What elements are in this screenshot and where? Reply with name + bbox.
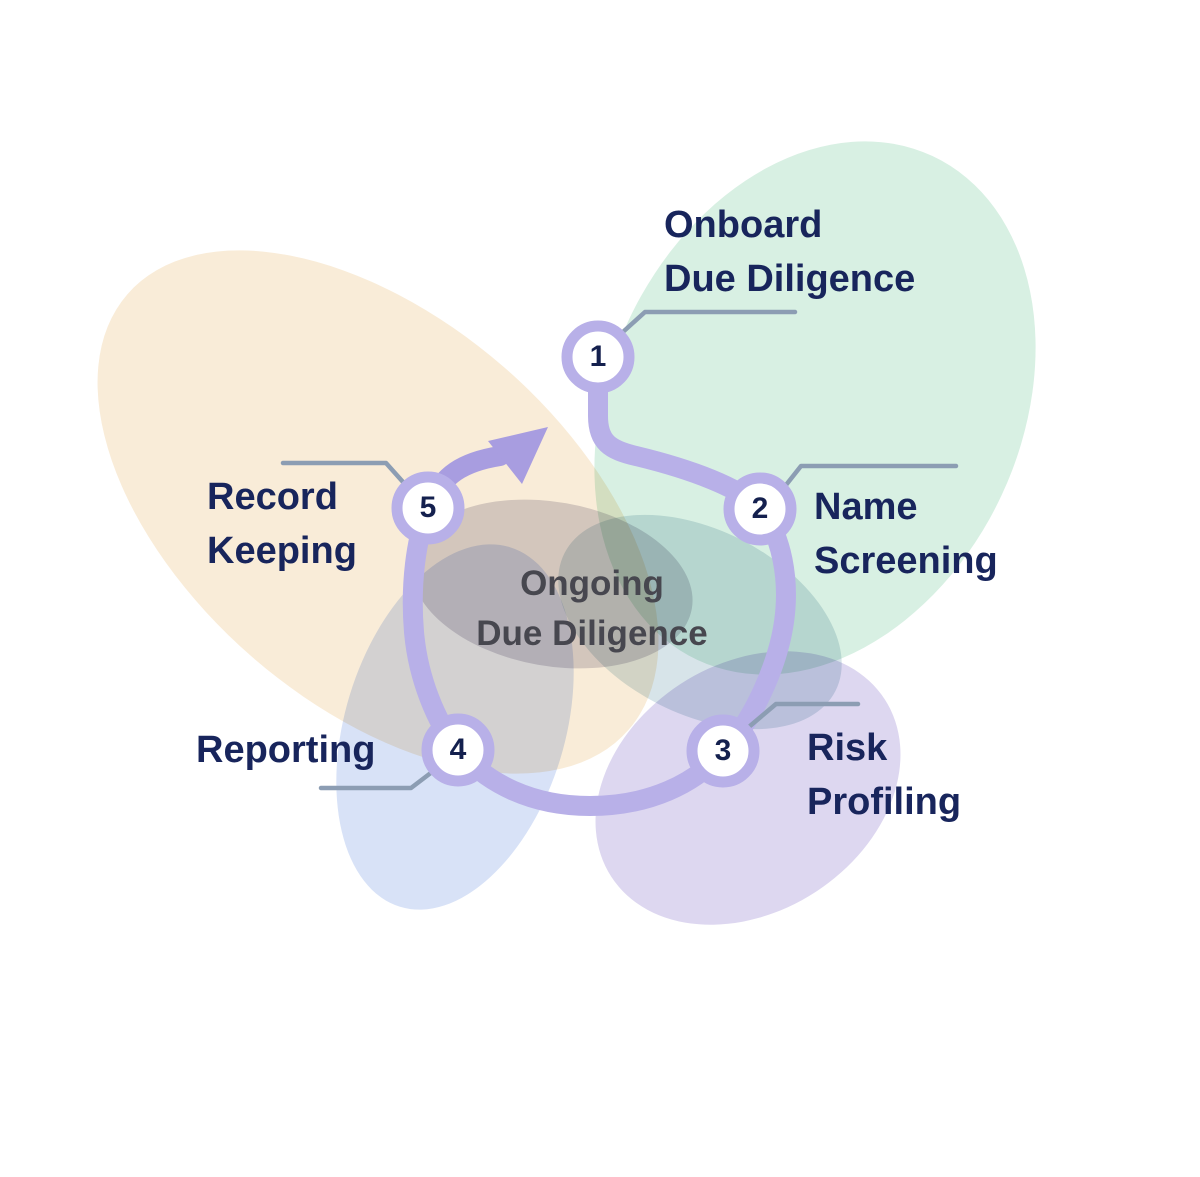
label-line: Due Diligence xyxy=(664,258,916,300)
step-node-4 xyxy=(421,713,495,787)
step-node-3 xyxy=(686,714,760,788)
step-node-2 xyxy=(723,472,797,546)
label-line: Screening xyxy=(814,540,998,582)
callout-line-step4 xyxy=(318,769,435,791)
callout-line-step1 xyxy=(621,309,798,334)
label-line: Onboard xyxy=(664,204,823,246)
center-label-line: Ongoing xyxy=(520,564,664,603)
label-line: Record xyxy=(207,476,338,518)
cycle-arrow-head-icon xyxy=(488,427,548,484)
label-line: Reporting xyxy=(196,729,376,771)
callout-line-step2 xyxy=(783,463,959,488)
background-ellipses xyxy=(97,141,1036,925)
step-number-2: 2 xyxy=(751,492,769,525)
label-risk-profiling: Risk Profiling xyxy=(807,721,961,829)
center-label-ongoing-due-diligence: Ongoing Due Diligence xyxy=(432,559,752,659)
step-number-5: 5 xyxy=(419,491,437,524)
label-name-screening: Name Screening xyxy=(814,480,998,588)
step-number-1: 1 xyxy=(589,340,607,373)
purple-ellipse xyxy=(595,651,901,925)
label-record-keeping: Record Keeping xyxy=(207,470,357,578)
step-node-1 xyxy=(561,320,635,394)
step-number-3: 3 xyxy=(714,734,732,767)
callout-line-step5 xyxy=(280,460,406,485)
label-line: Risk xyxy=(807,727,888,769)
center-label-line: Due Diligence xyxy=(476,614,708,653)
label-line: Name xyxy=(814,486,918,528)
label-line: Profiling xyxy=(807,781,962,823)
label-line: Keeping xyxy=(207,530,357,572)
step-node-5 xyxy=(391,471,465,545)
callout-line-step3 xyxy=(747,701,861,729)
step-number-4: 4 xyxy=(449,733,467,766)
label-onboard-due-diligence: Onboard Due Diligence xyxy=(664,198,915,306)
label-reporting: Reporting xyxy=(196,723,375,777)
